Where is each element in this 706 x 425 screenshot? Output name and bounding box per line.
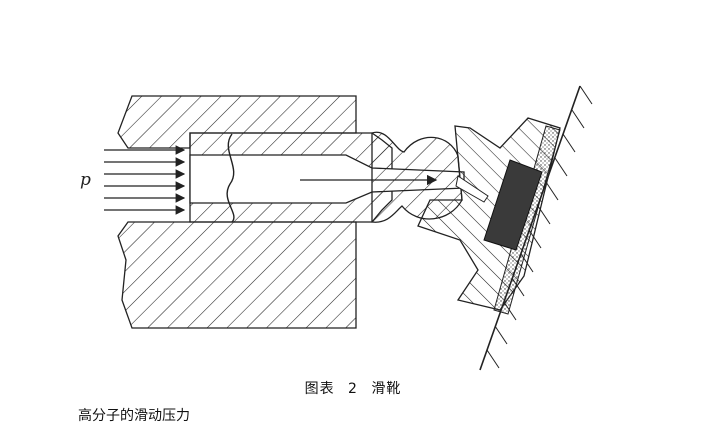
lower-housing	[117, 221, 357, 329]
caption-title: 滑靴	[371, 381, 402, 397]
oil-passage	[455, 175, 489, 203]
slipper-diagram: p	[80, 85, 593, 371]
cut-off-body-text: 高分子的滑动压力	[78, 408, 190, 424]
caption-prefix: 图表	[304, 381, 335, 397]
swash-plate-hatch	[486, 85, 593, 369]
pressure-label: p	[80, 170, 91, 190]
caption-number: 2	[348, 381, 358, 397]
pressure-arrows	[104, 145, 186, 215]
figure-caption: 图表 2 滑靴	[0, 378, 706, 398]
break-line	[226, 133, 235, 223]
friction-pad	[483, 159, 543, 251]
swash-plate-line	[479, 85, 581, 371]
